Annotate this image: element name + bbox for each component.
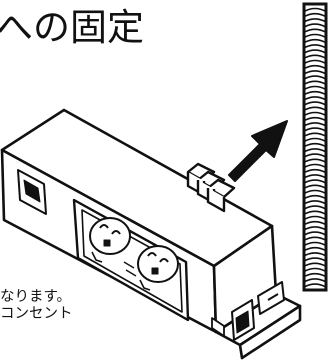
rod-thread [304, 148, 326, 153]
rod-thread [304, 44, 326, 49]
rod-thread [304, 80, 326, 85]
rod-thread [304, 215, 326, 220]
rod-thread [304, 12, 326, 17]
rod-thread [304, 257, 326, 262]
rod-thread [304, 179, 326, 184]
rod-thread [304, 189, 326, 194]
rod-thread [304, 168, 326, 173]
threaded-rod-icon [302, 2, 328, 292]
rod-thread [304, 28, 326, 33]
caption-line-1: なります。 [0, 289, 74, 306]
rod-thread [304, 127, 326, 132]
rod-thread [304, 184, 326, 189]
rod-thread [304, 262, 326, 267]
rod-thread [304, 70, 326, 75]
outlet-bracket-icon [0, 108, 302, 360]
rod-thread [304, 96, 326, 101]
rod-thread [304, 267, 326, 272]
rod-thread [304, 163, 326, 168]
rod-thread [304, 205, 326, 210]
rod-thread [304, 75, 326, 80]
rod-thread [304, 132, 326, 137]
rod-thread [304, 200, 326, 205]
rod-thread [304, 226, 326, 231]
rod-thread [304, 236, 326, 241]
rod-thread [304, 49, 326, 54]
rod-thread [304, 106, 326, 111]
rod-thread [304, 278, 326, 283]
rod-thread [304, 7, 326, 12]
rod-thread [304, 246, 326, 251]
rod-thread [304, 101, 326, 106]
rod-thread [304, 210, 326, 215]
rod-thread [304, 194, 326, 199]
rod-thread [304, 64, 326, 69]
rod-thread [304, 174, 326, 179]
rod-thread [304, 90, 326, 95]
rod-thread [304, 33, 326, 38]
rod-thread [304, 272, 326, 277]
caption-line-2: コンセント [0, 306, 75, 323]
rod-thread [304, 153, 326, 158]
rod-thread [304, 38, 326, 43]
section-heading: への固定 [0, 6, 144, 49]
rod-thread [304, 23, 326, 28]
rod-thread [304, 85, 326, 90]
rod-thread [304, 231, 326, 236]
rod-thread [304, 122, 326, 127]
rod-thread [304, 111, 326, 116]
rod-thread [304, 252, 326, 257]
rod-thread [304, 18, 326, 23]
rod-thread [304, 137, 326, 142]
arrow-up-right-icon [228, 120, 288, 182]
rod-thread [304, 158, 326, 163]
rod-thread [304, 220, 326, 225]
rod-thread [304, 283, 326, 288]
rod-thread [304, 54, 326, 59]
rod-thread [304, 241, 326, 246]
rod-thread [304, 116, 326, 121]
rod-thread [304, 142, 326, 147]
rod-thread [304, 59, 326, 64]
